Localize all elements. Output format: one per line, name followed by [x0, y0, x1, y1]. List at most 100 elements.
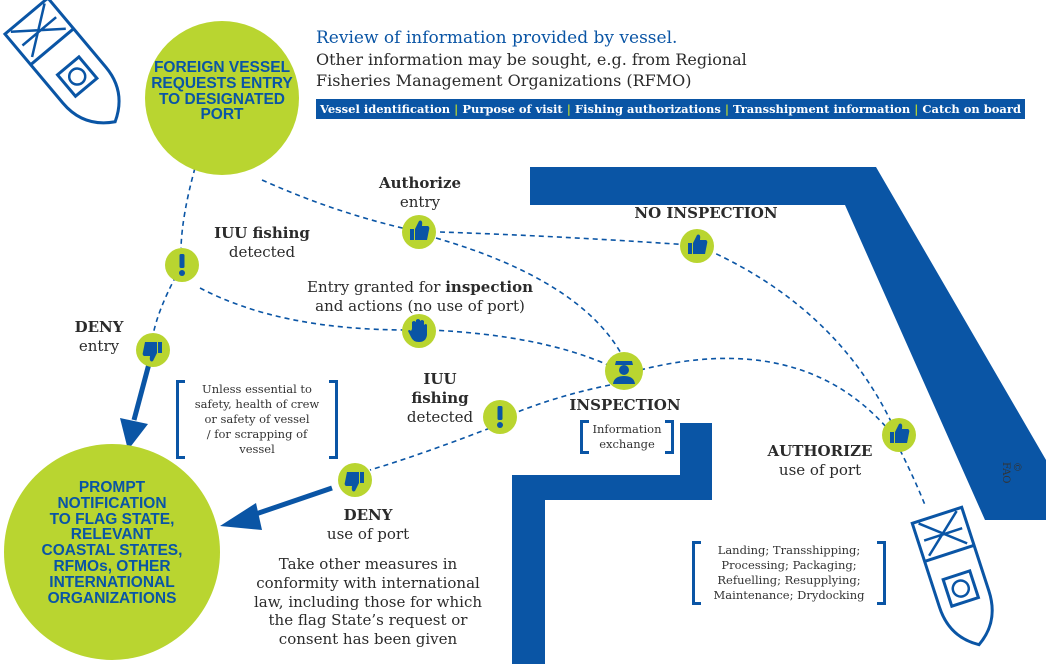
review-heading: Review of information provided by vessel…: [316, 28, 678, 48]
top-circle-line: FOREIGN VESSEL: [153, 59, 291, 76]
unless-line: safety, health of crew: [194, 396, 320, 411]
other-measures-line: consent has been given: [278, 630, 458, 648]
deny-entry-label: DENY entry: [64, 318, 134, 356]
entry-granted-line2: and actions (no use of port): [315, 296, 525, 315]
info-bar-item: Purpose of visit: [462, 102, 563, 116]
copyright-label: © FAO: [1000, 462, 1022, 484]
path-circle-to-iuu: [180, 167, 196, 249]
review-line3: Fisheries Management Organizations (RFMO…: [316, 71, 692, 90]
path-inspection-to-authorize-port: [639, 357, 888, 429]
top-circle-line: TO DESIGNATED: [158, 90, 286, 108]
unless-line: Unless essential to: [202, 382, 312, 396]
info-bar-item: Transshipment information: [733, 102, 911, 116]
info-exchange-line: Information: [592, 422, 662, 436]
other-measures-text: Take other measures in conformity with i…: [252, 555, 484, 649]
bottom-circle: [4, 444, 220, 660]
port-uses-bracket: Landing; Transshipping; Processing; Pack…: [692, 541, 886, 605]
thumbs-up-icon: [882, 418, 916, 452]
deny-entry-rest: entry: [78, 336, 120, 355]
thumbs-up-icon: [680, 229, 714, 263]
other-measures-line: law, including those for which: [253, 592, 483, 611]
thumbs-up-icon: [402, 215, 436, 249]
bottom-circle-line: ORGANIZATIONS: [47, 589, 177, 607]
path-inspection-to-iuu: [514, 384, 611, 414]
path-noinspection-to-authorize-port: [707, 249, 896, 431]
iuu-top-rest: detected: [228, 242, 296, 261]
other-measures-line: the flag State’s request or: [268, 611, 468, 630]
path-iuu-to-deny-entry: [152, 275, 177, 336]
bottom-circle-line: COASTAL STATES,: [41, 542, 183, 560]
arrow-head-down: [120, 418, 148, 450]
arrow-head-left: [220, 503, 262, 530]
boat-icon: [2, 0, 121, 125]
port-uses-line: Refuelling; Resupplying;: [717, 572, 861, 587]
iuu-detected-mid-label: IUU fishing detected: [400, 370, 480, 426]
authorize-entry-label: Authorize entry: [360, 174, 480, 212]
authorize-port-rest: use of port: [778, 460, 862, 479]
thumbs-down-icon: [338, 463, 372, 497]
authorize-entry-rest: entry: [399, 192, 441, 211]
bottom-circle-line: PROMPT: [78, 479, 146, 496]
entry-granted-bold: inspection: [445, 278, 533, 296]
exclamation-icon: [483, 400, 517, 434]
iuu-mid-bold: IUU: [423, 370, 457, 388]
other-measures-line: Take other measures in: [278, 555, 458, 573]
dock-bottom-left: [512, 423, 712, 664]
port-uses-line: Processing; Packaging;: [721, 557, 857, 572]
authorize-port-label: AUTHORIZE use of port: [755, 442, 885, 480]
entry-granted-pre: Entry granted for: [307, 278, 446, 296]
inspection-label: INSPECTION: [569, 396, 681, 414]
path-authorize-to-inspection: [435, 237, 623, 356]
deny-port-label: DENY use of port: [318, 506, 418, 544]
arrow-deny-entry-to-notification: [131, 359, 153, 421]
entry-granted-label: Entry granted for inspection and actions…: [300, 278, 540, 316]
deny-entry-bold: DENY: [74, 318, 124, 336]
info-bar-item: Vessel identification: [320, 102, 451, 116]
authorize-entry-bold: Authorize: [378, 174, 462, 192]
exclamation-icon: [165, 248, 199, 282]
top-circle-text: FOREIGN VESSEL REQUESTS ENTRY TO DESIGNA…: [147, 60, 297, 123]
dock-top-right: [530, 167, 1046, 520]
unless-line: vessel: [239, 441, 275, 456]
stop-hand-icon: [402, 314, 436, 348]
bottom-circle-line: INTERNATIONAL: [49, 573, 175, 591]
info-bar-item: Catch on board: [922, 102, 1021, 116]
review-line2: Other information may be sought, e.g. fr…: [316, 50, 747, 69]
iuu-mid-rest: detected: [406, 407, 474, 426]
path-circle-to-authorize: [261, 179, 421, 233]
info-exchange-line: exchange: [599, 436, 655, 451]
no-inspection-label: NO INSPECTION: [634, 204, 778, 222]
thumbs-down-icon: [136, 333, 170, 367]
deny-port-rest: use of port: [326, 524, 410, 543]
top-circle: [145, 21, 299, 175]
deny-port-bold: DENY: [343, 506, 393, 524]
bottom-circle-text: PROMPT NOTIFICATION TO FLAG STATE, RELEV…: [12, 480, 212, 606]
bottom-circle-line: TO FLAG STATE,: [49, 510, 175, 528]
bottom-circle-line: NOTIFICATION: [57, 494, 167, 512]
inspector-icon: [605, 352, 643, 390]
path-authorize-to-noinspection: [439, 231, 691, 246]
info-bar: Vessel identification|Purpose of visit|F…: [316, 99, 1025, 119]
bottom-circle-line: RELEVANT: [70, 526, 154, 544]
path-iuu-to-hand: [199, 287, 409, 331]
port-uses-line: Landing; Transshipping;: [717, 543, 861, 557]
unless-line: / for scrapping of: [206, 426, 308, 441]
bottom-circle-line: RFMOs, OTHER: [53, 557, 171, 575]
path-iuu-to-deny-port: [369, 427, 491, 471]
iuu-top-bold: IUU fishing: [214, 224, 310, 242]
top-circle-line: REQUESTS ENTRY: [151, 74, 293, 92]
unless-line: or safety of vessel: [204, 411, 310, 426]
path-hand-to-inspection: [429, 329, 609, 366]
other-measures-line: conformity with international: [256, 573, 480, 592]
info-bar-item: Fishing authorizations: [574, 102, 721, 116]
top-circle-line: PORT: [200, 106, 244, 124]
authorize-port-bold: AUTHORIZE: [767, 442, 873, 460]
unless-essential-bracket: Unless essential to safety, health of cr…: [176, 380, 338, 459]
info-exchange-bracket: Information exchange: [580, 420, 674, 454]
port-uses-line: Maintenance; Drydocking: [713, 587, 865, 602]
boat-icon: [910, 505, 994, 647]
arrow-deny-port-to-notification: [249, 485, 333, 519]
iuu-detected-top-label: IUU fishing detected: [202, 224, 322, 262]
